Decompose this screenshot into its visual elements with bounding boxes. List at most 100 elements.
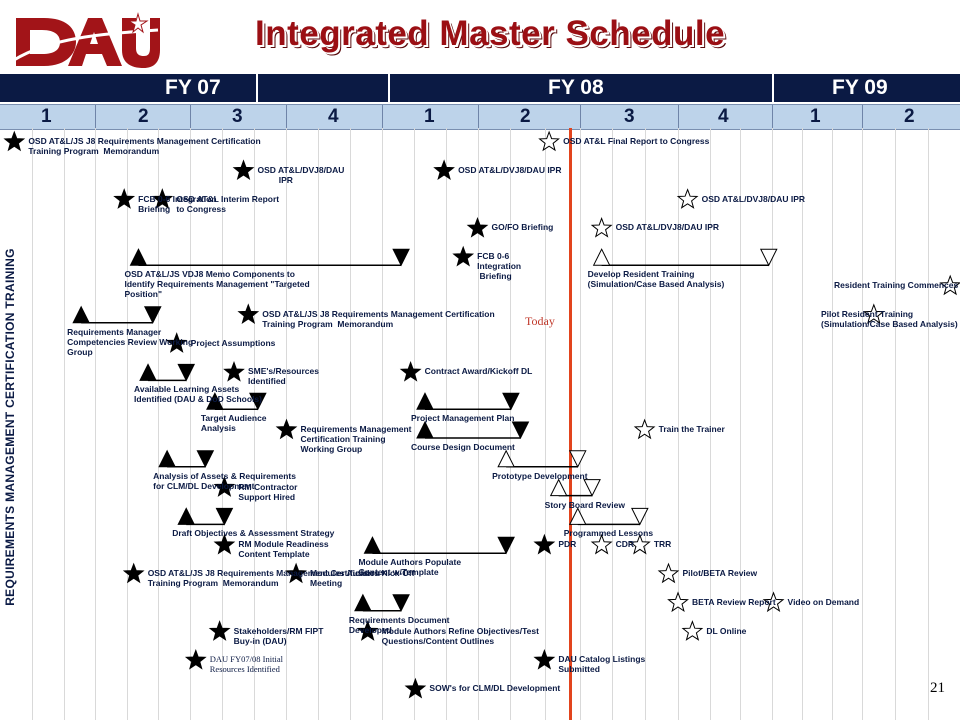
milestone-label: DL Online bbox=[706, 625, 747, 636]
gridline bbox=[740, 128, 741, 720]
quarter-divider bbox=[862, 105, 863, 129]
gridline bbox=[350, 128, 351, 720]
milestone-label: Train the Trainer bbox=[658, 424, 725, 434]
task-label: Prototype Development bbox=[492, 470, 588, 481]
milestone-star-outline bbox=[939, 274, 960, 296]
gridline bbox=[414, 128, 415, 720]
quarter-divider bbox=[580, 105, 581, 129]
quarter-divider bbox=[772, 105, 773, 129]
task-label: Draft Objectives & Assessment Strategy bbox=[172, 528, 335, 539]
milestone-star-filled bbox=[237, 303, 260, 325]
task-label: Story Board Review bbox=[544, 499, 625, 510]
quarter-label: 1 bbox=[41, 106, 52, 127]
task-start-marker bbox=[568, 507, 587, 525]
task-end-marker bbox=[497, 536, 515, 555]
quarter-divider bbox=[95, 105, 96, 129]
milestone-label: BETA Review Report bbox=[692, 596, 776, 607]
task-label: Requirements Document Developed bbox=[348, 614, 450, 635]
milestone-star-filled bbox=[275, 418, 298, 440]
milestone-label: RM Module Readiness Content Template bbox=[238, 539, 329, 560]
dau-logo bbox=[13, 12, 160, 68]
milestone-star-outline bbox=[762, 591, 785, 613]
milestone-star-outline bbox=[681, 620, 704, 641]
fy-label: FY 09 bbox=[832, 76, 888, 99]
milestone-star-filled bbox=[151, 188, 174, 209]
task-end-marker bbox=[143, 306, 162, 324]
fy-divider bbox=[772, 74, 774, 102]
milestone-label: Modules Authors Kick-Off Meeting bbox=[310, 568, 415, 588]
task-end-marker bbox=[392, 248, 410, 267]
task-start-marker bbox=[363, 536, 382, 554]
task-label: Target Audience Analysis bbox=[200, 413, 267, 434]
milestone-label: Video on Demand bbox=[787, 596, 860, 607]
milestone-label: OSD AT&L/DVJ8/DAU IPR bbox=[257, 164, 345, 185]
milestone-star-filled bbox=[213, 476, 236, 497]
task-start-marker bbox=[72, 305, 90, 324]
quarter-divider bbox=[286, 105, 287, 129]
quarter-label: 2 bbox=[138, 106, 149, 127]
milestone-label: Requirements Management Certification Tr… bbox=[300, 424, 412, 454]
milestone-star-outline bbox=[538, 130, 560, 152]
milestone-star-filled bbox=[399, 360, 422, 382]
milestone-star-filled bbox=[433, 159, 455, 181]
quarter-label: 2 bbox=[520, 106, 531, 127]
gridline bbox=[895, 128, 896, 720]
task-start-marker bbox=[497, 449, 515, 468]
milestone-label: FCB 0-6 Integration Briefing bbox=[138, 193, 217, 214]
gridline bbox=[832, 128, 833, 720]
today-label: Today bbox=[525, 314, 555, 328]
task-start-marker bbox=[549, 478, 568, 497]
gridline bbox=[32, 128, 33, 720]
task-end-marker bbox=[568, 450, 587, 468]
milestone-label: RM Contractor Support Hired bbox=[238, 481, 298, 502]
task-label: Develop Resident Training (Simulation/Ca… bbox=[587, 269, 725, 290]
gridline bbox=[928, 128, 929, 720]
milestone-label: FCB 0-6 Integration Briefing bbox=[477, 251, 522, 282]
milestone-label: PDR bbox=[558, 539, 577, 550]
milestone-label: OSD AT&L/DVJ8/DAU IPR bbox=[458, 164, 562, 175]
fy-label: FY 07 bbox=[165, 76, 221, 99]
milestone-label: Stakeholders/RM FIPT Buy-in (DAU) bbox=[233, 625, 324, 646]
gridline bbox=[446, 128, 447, 720]
milestone-label: GO/FO Briefing bbox=[491, 222, 554, 233]
milestone-label: DAU Catalog Listings Submitted bbox=[558, 654, 646, 675]
gridline bbox=[382, 128, 383, 720]
gridline bbox=[678, 128, 679, 720]
task-label: OSD AT&L/JS VDJ8 Memo Components to Iden… bbox=[124, 269, 310, 300]
gridline bbox=[127, 128, 128, 720]
gridline bbox=[710, 128, 711, 720]
quarter-label: 3 bbox=[232, 106, 243, 127]
task-label: Module Authors Populate Content w/Templa… bbox=[358, 557, 462, 578]
task-start-marker bbox=[206, 392, 224, 410]
fy-divider bbox=[256, 74, 258, 102]
milestone-star-filled bbox=[285, 562, 307, 584]
quarter-label: 1 bbox=[424, 106, 435, 127]
task-end-marker bbox=[215, 507, 234, 526]
gridline bbox=[190, 128, 191, 720]
gridline bbox=[580, 128, 581, 720]
task-end-marker bbox=[511, 421, 530, 440]
task-start-marker bbox=[354, 593, 372, 612]
quarter-label: 4 bbox=[718, 106, 729, 127]
gridline bbox=[64, 128, 65, 720]
task-label: Available Learning Assets Identified (DA… bbox=[134, 384, 262, 405]
milestone-label: Resident Training Commences bbox=[834, 280, 959, 290]
task-start-marker bbox=[416, 392, 434, 410]
fy-divider bbox=[388, 74, 390, 102]
quarter-label: 1 bbox=[810, 106, 821, 127]
milestone-star-filled bbox=[466, 216, 489, 238]
task-end-marker bbox=[759, 248, 778, 267]
milestone-label: Pilot Resident Training (Simulation/Case… bbox=[821, 308, 958, 329]
fy-label: FY 08 bbox=[548, 76, 604, 99]
gridline bbox=[510, 128, 511, 720]
milestone-star-outline bbox=[590, 533, 613, 555]
milestone-label: OSD AT&L Interim Report to Congress bbox=[176, 193, 280, 214]
quarter-header: 1 2 3 4 1 2 3 4 1 2 bbox=[0, 104, 960, 130]
milestone-star-filled bbox=[356, 620, 379, 641]
task-start-marker bbox=[139, 363, 157, 381]
milestone-label: OSD AT&L/JS J8 Requirements Management C… bbox=[262, 308, 495, 329]
milestone-star-filled bbox=[208, 620, 231, 641]
gridline bbox=[158, 128, 159, 720]
quarter-divider bbox=[478, 105, 479, 129]
